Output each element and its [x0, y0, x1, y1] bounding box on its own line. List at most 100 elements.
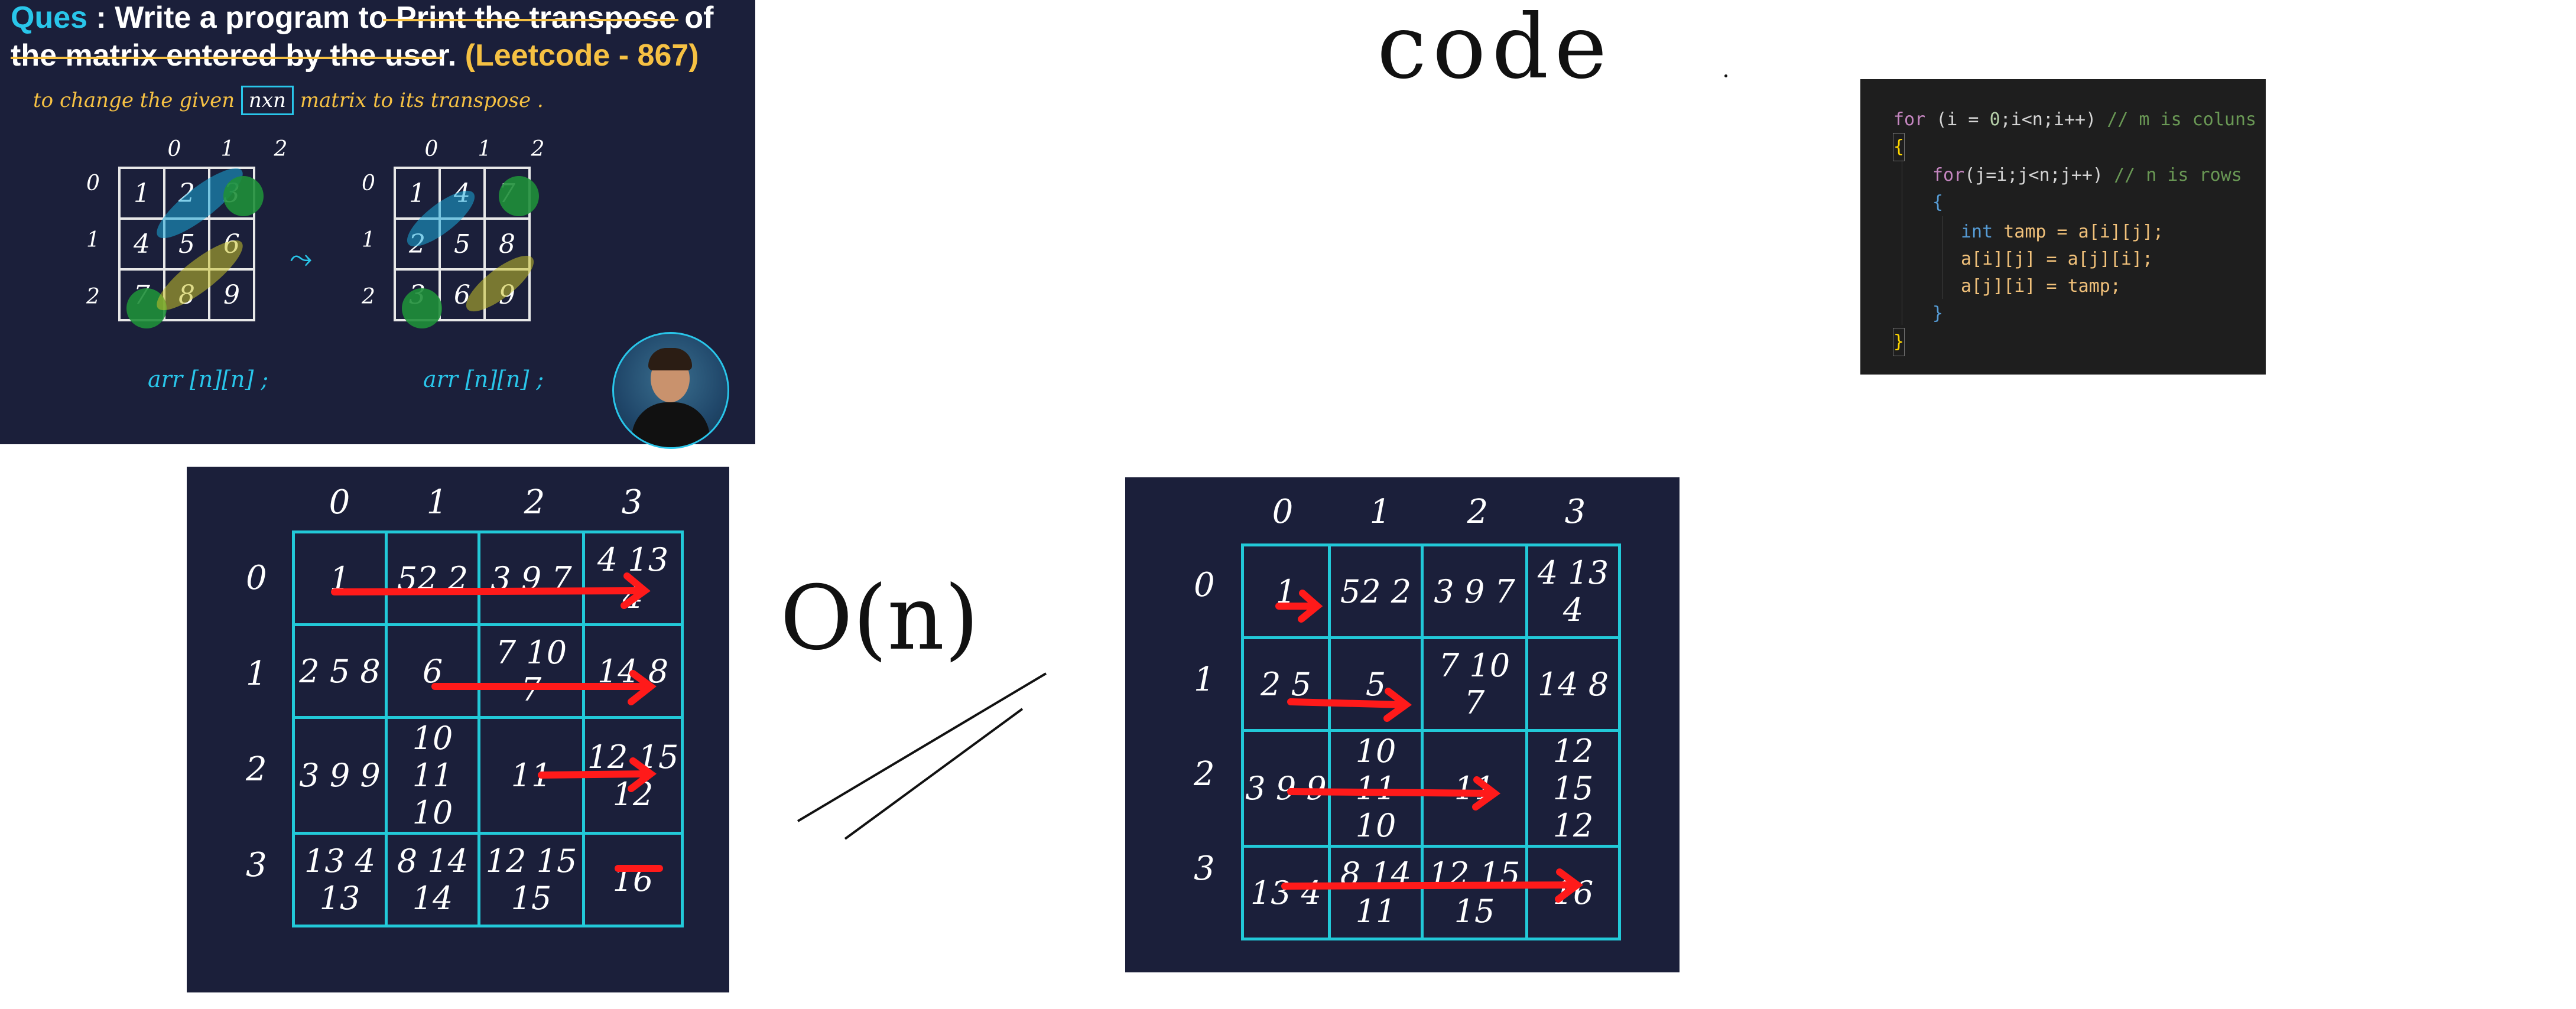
- row-index: 0: [246, 559, 267, 597]
- left-row-index: 0 1 2 3: [246, 559, 267, 942]
- grid-cell: 8 14 11: [1328, 845, 1424, 940]
- col-index: 1: [220, 137, 235, 161]
- grid-cell: 3 9 9: [1241, 729, 1331, 848]
- col-index: 2: [524, 483, 545, 522]
- diagonal-scribble: [797, 672, 1047, 840]
- matrix-b-col-index: 0 1 2: [405, 137, 564, 161]
- col-index: 0: [1272, 493, 1294, 531]
- grid-cell: 16: [582, 832, 684, 927]
- grid-cell: 4 13 4: [1525, 543, 1621, 639]
- grid-cell: 52 2: [1328, 543, 1424, 639]
- dot-mark: [1724, 74, 1727, 77]
- ques-label: Ques: [11, 1, 88, 35]
- row-index: 0: [362, 171, 375, 196]
- row-index: 0: [1194, 566, 1215, 604]
- row-index: 2: [86, 285, 100, 309]
- row-index: 0: [86, 171, 100, 196]
- left-red-arrows: [331, 572, 663, 872]
- transform-arrow-icon: ⤳: [290, 243, 313, 274]
- col-index: 1: [1369, 493, 1391, 531]
- grid-cell: 3 9 7: [1421, 543, 1528, 639]
- col-index: 0: [424, 137, 438, 161]
- code-line: for(j=i;j<n;j++) // n is rows: [1932, 162, 2242, 189]
- note-box: nxn: [241, 86, 294, 115]
- row-index: 3: [246, 846, 267, 884]
- grid-cell: 3 9 7: [477, 530, 585, 626]
- token: for: [1932, 165, 1965, 185]
- grid-cell: 13 4: [1241, 845, 1331, 940]
- col-index: 2: [274, 137, 288, 161]
- grid-cell: 11: [1421, 729, 1528, 848]
- token: (i =: [1925, 109, 1990, 130]
- matrix-a-highlights: [126, 168, 264, 328]
- matrix-a-col-index: 0 1 2: [148, 137, 307, 161]
- right-red-arrows: [1275, 590, 1584, 903]
- grid-cell: 7 10 7: [1421, 636, 1528, 732]
- grid-cell: 1: [1241, 543, 1331, 639]
- matrix-a-row-index: 0 1 2: [86, 171, 100, 341]
- question-text-2: the matrix entered by the user.: [11, 38, 457, 73]
- grid-cell: 2 5 8: [292, 623, 388, 719]
- code-panel: for (i = 0;i<n;i++) // m is coluns { for…: [1860, 79, 2266, 375]
- leetcode-label: (Leetcode - 867): [456, 38, 699, 73]
- token: ;i<n;i++): [2000, 109, 2107, 130]
- col-index: 0: [167, 137, 181, 161]
- caption-a: arr [n][n] ;: [148, 366, 269, 392]
- token: tamp = a[i][j];: [1993, 222, 2164, 242]
- grid-cell: 52 2: [385, 530, 480, 626]
- token: 0: [1989, 109, 2000, 130]
- row-index: 2: [1194, 755, 1215, 793]
- note-text-2: matrix to its transpose .: [300, 89, 544, 112]
- matrix-cell: 5: [438, 217, 486, 271]
- handwritten-note: to change the given nxn matrix to its tr…: [33, 86, 544, 115]
- right-col-index: 0 1 2 3: [1234, 493, 1624, 531]
- grid-cell: 12 15 15: [477, 832, 585, 927]
- caption-b: arr [n][n] ;: [423, 366, 544, 392]
- grid-cell: 2 5: [1241, 636, 1331, 732]
- row-index: 1: [86, 228, 100, 252]
- grid-cell: 6: [385, 623, 480, 719]
- right-grid-panel: 0 1 2 3 0 1 2 3 1 52 2 3 9 7 4 13 4 2 5 …: [1125, 477, 1680, 972]
- token: (j=i;j<n;j++): [1964, 165, 2114, 185]
- grid-cell: 1: [292, 530, 388, 626]
- row-index: 1: [246, 655, 267, 693]
- row-index: 2: [246, 750, 267, 789]
- grid-cell: 5: [1328, 636, 1424, 732]
- question-line-1: Ques : Write a program to Print the tran…: [11, 0, 713, 35]
- matrix-cell: 4: [118, 217, 165, 271]
- code-line: {: [1892, 133, 1905, 161]
- matrix-b-row-index: 0 1 2: [362, 171, 375, 341]
- col-index: 2: [1467, 493, 1489, 531]
- col-index: 3: [621, 483, 643, 522]
- col-index: 1: [426, 483, 448, 522]
- code-line: a[i][j] = a[j][i];: [1961, 249, 2153, 269]
- code-line: int tamp = a[i][j];: [1961, 219, 2164, 246]
- left-grid-panel: 0 1 2 3 0 1 2 3 1 52 2 3 9 7 4 13 4 2 5 …: [187, 467, 729, 992]
- col-index: 1: [477, 137, 492, 161]
- matrix-cell: 1: [118, 167, 165, 220]
- grid-cell: 3 9 9: [292, 716, 388, 835]
- grid-cell: 10 11 10: [1328, 729, 1424, 848]
- code-line: }: [1892, 328, 1905, 356]
- strike-line: [11, 57, 442, 59]
- grid-cell: 13 4 13: [292, 832, 388, 927]
- token: // n is rows: [2114, 165, 2242, 185]
- note-text-1: to change the given: [33, 89, 235, 112]
- col-index: 2: [531, 137, 545, 161]
- grid-cell: 8 14 14: [385, 832, 480, 927]
- right-row-index: 0 1 2 3: [1194, 566, 1215, 944]
- question-text-1: : Write a program to Print the transpose…: [87, 1, 714, 35]
- token: for: [1893, 109, 1926, 130]
- col-index: 3: [1564, 493, 1586, 531]
- right-grid: 1 52 2 3 9 7 4 13 4 2 5 5 7 10 7 14 8 3 …: [1241, 543, 1621, 940]
- code-line: {: [1932, 192, 1944, 213]
- row-index: 1: [1194, 660, 1215, 699]
- token: // m is coluns: [2107, 109, 2257, 130]
- code-line: }: [1932, 303, 1944, 324]
- grid-cell: 12 15 12: [1525, 729, 1621, 848]
- lecture-slide: Ques : Write a program to Print the tran…: [0, 0, 755, 449]
- token: int: [1961, 222, 1993, 242]
- matrix-b-highlights: [402, 176, 539, 328]
- handwritten-code-word: code: [1377, 0, 1613, 99]
- col-index: 0: [329, 483, 350, 522]
